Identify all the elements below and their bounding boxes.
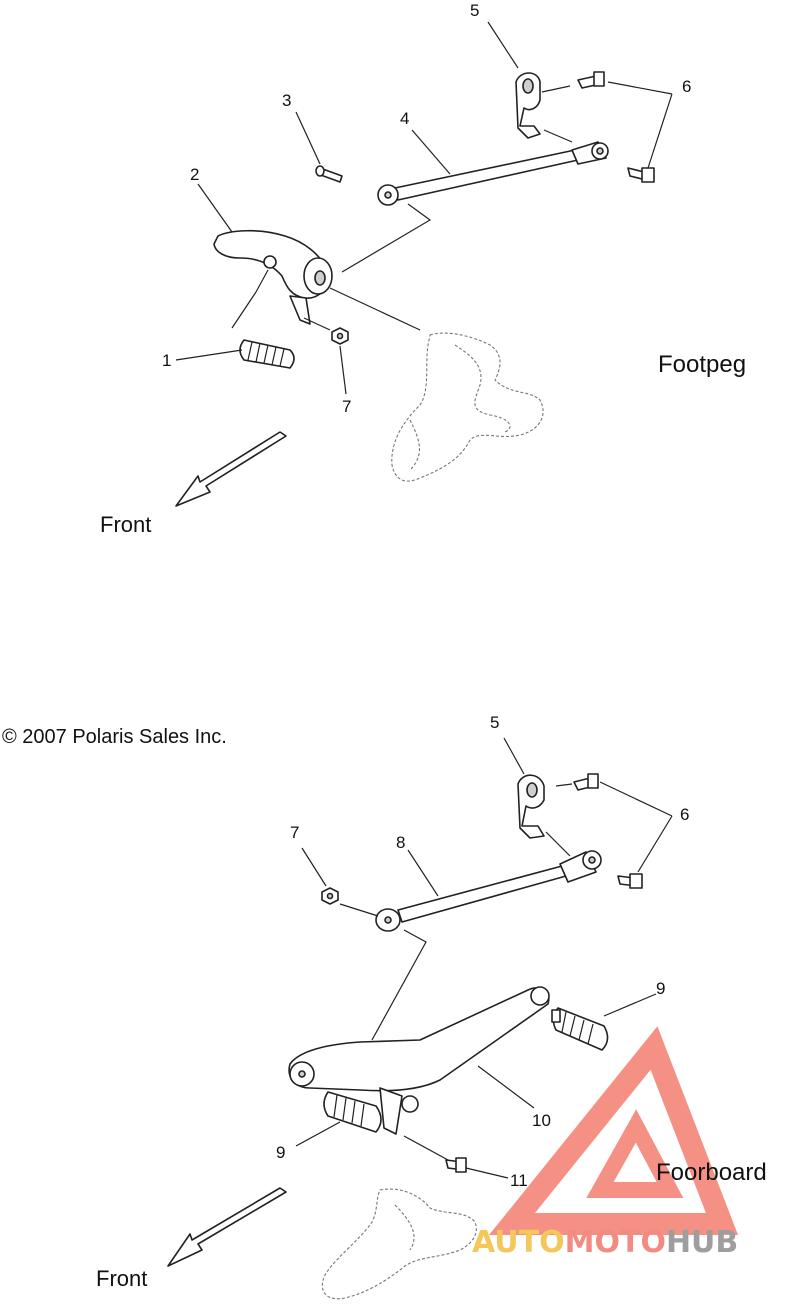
callout-4: 4	[400, 109, 409, 128]
footpeg-callouts: 1 2 3 4 5 6 7	[162, 1, 691, 416]
linkage-rod-part-4	[377, 141, 609, 206]
bolt-part-3	[315, 165, 343, 183]
callout-6b: 6	[680, 805, 689, 824]
floorboard-peg-part-9-right	[551, 1007, 609, 1051]
linkage-rod-part-8	[375, 850, 602, 932]
footpeg-leader-lines	[175, 21, 673, 395]
callout-2: 2	[190, 165, 199, 184]
callout-7: 7	[342, 397, 351, 416]
shift-lever-part-2	[213, 229, 333, 325]
watermark-text-moto: MOTO	[565, 1225, 666, 1260]
shift-arm-part-5b	[517, 774, 545, 839]
floorboard-leader-lines	[295, 737, 673, 1179]
callout-3: 3	[282, 91, 291, 110]
floorboard-front-label: Front	[96, 1266, 147, 1291]
floorboard-frame-outline	[321, 1188, 477, 1300]
callout-9-right: 9	[656, 979, 665, 998]
callout-10: 10	[532, 1111, 551, 1130]
floorboard-peg-part-9-left	[323, 1091, 382, 1133]
floorboard-assembly: 5 6 7 8 9 9 10 11 Front	[96, 713, 689, 1300]
footpeg-rubber-part-1	[239, 339, 295, 369]
nut-part-7b	[321, 887, 339, 905]
callout-5: 5	[470, 1, 479, 20]
bolt-part-11	[445, 1157, 467, 1173]
footpeg-front-label: Front	[100, 512, 151, 537]
bolts-part-6b	[573, 773, 643, 889]
callout-7b: 7	[290, 823, 299, 842]
automotohub-logo-icon	[488, 1026, 739, 1235]
bolts-part-6	[577, 71, 655, 183]
footpeg-frame-outline	[391, 332, 544, 482]
svg-text:AUTOMOTOHUB: AUTOMOTOHUB	[472, 1225, 738, 1260]
floorboard-front-arrow-icon	[167, 1187, 287, 1267]
copyright-notice: © 2007 Polaris Sales Inc.	[2, 726, 227, 748]
nut-part-7	[331, 327, 349, 345]
automotohub-watermark: Foorboard AUTOMOTOHUB	[472, 1026, 767, 1260]
watermark-text-hub: HUB	[666, 1225, 738, 1260]
floorboard-lever-part-10	[288, 986, 550, 1135]
callout-6: 6	[682, 77, 691, 96]
callout-9-left: 9	[276, 1143, 285, 1162]
shift-arm-part-5	[515, 72, 541, 139]
footpeg-front-arrow-icon	[175, 431, 287, 507]
callout-1: 1	[162, 351, 171, 370]
callout-11: 11	[510, 1171, 528, 1190]
footpeg-section-label: Footpeg	[658, 351, 746, 378]
callout-5b: 5	[490, 713, 499, 732]
callout-8: 8	[396, 833, 405, 852]
footpeg-assembly: 1 2 3 4 5 6 7 Footpeg Front	[100, 1, 746, 537]
floorboard-section-label: Foorboard	[656, 1159, 767, 1186]
floorboard-callouts: 5 6 7 8 9 9 10 11	[276, 713, 689, 1190]
watermark-text-auto: AUTO	[472, 1225, 565, 1260]
